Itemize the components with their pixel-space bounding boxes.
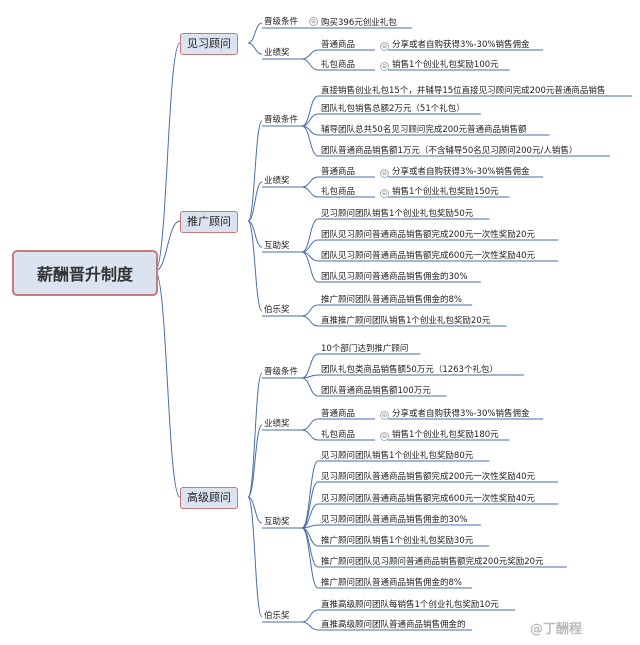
item-label: 见习顾问团队普通商品销售额完成200元一次性奖励40元	[321, 472, 536, 482]
collapse-icon[interactable]: ⊖	[380, 42, 389, 51]
item-label: 推广顾问团队普通商品销售佣金的8%	[321, 295, 462, 305]
connector	[301, 527, 319, 589]
connector	[301, 176, 319, 188]
item-label: 团队见习顾问普通商品销售佣金的30%	[321, 272, 468, 282]
connector	[301, 460, 319, 529]
collapse-icon[interactable]: ⊖	[380, 189, 389, 198]
item-label: 直接销售创业礼包15个，并辅导15位直接见习顾问完成200元普通商品销售	[321, 86, 606, 96]
item-label: 直推高级顾问团队普通商品销售佣金的	[321, 620, 466, 630]
item-label: 直推高级顾问团队每销售1个创业礼包奖励10元	[321, 600, 499, 610]
item-label: 见习顾问团队销售1个创业礼包奖励80元	[321, 451, 474, 461]
connector	[301, 95, 319, 127]
item-label: 团队见习顾问普通商品销售额完成200元一次性奖励20元	[321, 230, 536, 240]
item-label: 直推推广顾问团队销售1个创业礼包奖励20元	[321, 316, 491, 326]
connector	[301, 481, 319, 529]
item-label: 见习顾问团队普通商品销售佣金的30%	[321, 515, 468, 525]
item-label: 礼包商品	[321, 187, 356, 197]
root-node: 薪酬晋升制度	[12, 250, 158, 296]
item-detail: 分享或者自购获得3%-30%销售佣金	[392, 40, 530, 50]
connector	[301, 186, 319, 198]
group-label: 晋级条件	[264, 367, 299, 377]
connector	[247, 181, 263, 222]
connector	[301, 49, 319, 60]
item-label: 10个部门达到推广顾问	[321, 344, 409, 354]
connector	[154, 42, 181, 272]
item-label: 购买396元创业礼包	[321, 18, 397, 28]
connector	[154, 270, 181, 498]
item-detail: 分享或者自购获得3%-30%销售佣金	[392, 409, 530, 419]
connector	[154, 220, 181, 272]
collapse-icon[interactable]: ⊖	[380, 411, 389, 420]
connector	[247, 496, 263, 524]
connector	[301, 239, 319, 253]
item-detail: 分享或者自购获得3%-30%销售佣金	[392, 167, 530, 177]
item-label: 团队见习顾问普通商品销售额完成600元一次性奖励40元	[321, 251, 536, 261]
group-label: 业绩奖	[264, 48, 290, 58]
item-detail: 销售1个创业礼包奖励180元	[392, 430, 499, 440]
item-label: 推广顾问团队销售1个创业礼包奖励30元	[321, 536, 474, 546]
level-node-senior: 高级顾问	[180, 487, 238, 509]
watermark: @丁酬程	[530, 622, 583, 637]
connector	[301, 377, 319, 397]
item-label: 普通商品	[321, 40, 356, 50]
item-label: 见习顾问团队销售1个创业礼包奖励50元	[321, 209, 474, 219]
collapse-icon[interactable]: ⊖	[380, 62, 389, 71]
collapse-icon[interactable]: ⊖	[380, 432, 389, 441]
connector	[301, 503, 319, 529]
item-label: 见习顾问团队普通商品销售额完成600元一次性奖励40元	[321, 494, 536, 504]
connector	[301, 218, 319, 253]
group-label: 互助奖	[264, 241, 290, 251]
connector	[247, 220, 263, 312]
level-node-promoter: 推广顾问	[180, 211, 238, 233]
connector	[247, 42, 263, 55]
item-label: 辅导团队总共50名见习顾问完成200元普通商品销售额	[321, 125, 527, 135]
connector	[301, 621, 319, 631]
collapse-icon[interactable]: ⊖	[380, 169, 389, 178]
group-label: 晋级条件	[264, 17, 299, 27]
item-detail: 销售1个创业礼包奖励150元	[392, 187, 499, 197]
connector	[301, 429, 319, 441]
item-label: 团队普通商品销售额1万元（不含辅导50名见习顾问200元/人销售）	[321, 146, 578, 156]
item-label: 团队礼包销售总额2万元（51个礼包）	[321, 104, 465, 114]
group-label: 业绩奖	[264, 176, 290, 186]
connector	[301, 609, 319, 623]
connector	[301, 125, 319, 157]
connector	[247, 120, 263, 222]
root-title: 薪酬晋升制度	[36, 265, 133, 284]
connector	[247, 220, 263, 248]
group-label: 伯乐奖	[264, 611, 290, 621]
connector	[301, 58, 319, 71]
connector	[301, 418, 319, 431]
group-label: 晋级条件	[264, 115, 299, 125]
connector	[247, 496, 263, 618]
item-label: 推广顾问团队见习顾问普通商品销售额完成200元奖励20元	[321, 557, 544, 567]
collapse-icon[interactable]: ⊖	[309, 17, 318, 26]
connector	[301, 353, 319, 379]
connector	[247, 372, 263, 498]
connector	[247, 424, 263, 498]
connector	[301, 113, 319, 127]
item-label: 普通商品	[321, 409, 356, 419]
item-detail: 销售1个创业礼包奖励100元	[392, 60, 499, 70]
connector	[301, 315, 319, 327]
group-label: 业绩奖	[264, 419, 290, 429]
item-label: 礼包商品	[321, 430, 356, 440]
level-node-trainee: 见习顾问	[180, 33, 238, 55]
item-label: 团队礼包类商品销售额50万元（1263个礼包）	[321, 365, 498, 375]
connector	[247, 22, 263, 44]
connector	[301, 251, 319, 283]
connector	[301, 304, 319, 317]
item-label: 普通商品	[321, 167, 356, 177]
item-label: 团队普通商品销售额100万元	[321, 386, 431, 396]
group-label: 互助奖	[264, 517, 290, 527]
item-label: 礼包商品	[321, 60, 356, 70]
item-label: 推广顾问团队普通商品销售佣金的8%	[321, 578, 462, 588]
group-label: 伯乐奖	[264, 305, 290, 315]
